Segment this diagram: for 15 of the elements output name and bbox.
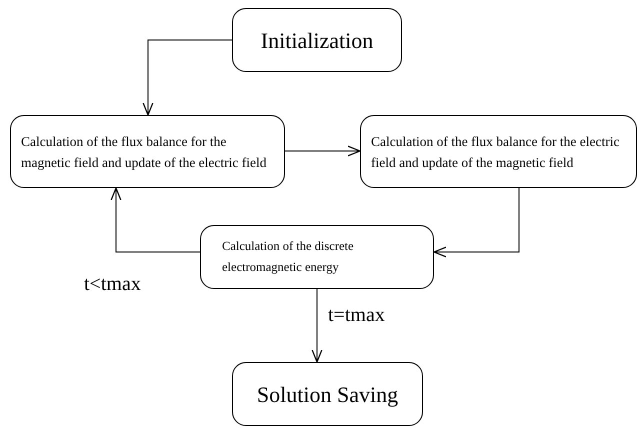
arrow <box>142 40 232 116</box>
box-text: Calculation of the flux balance for the electric field and update of the magnetic field <box>371 132 621 172</box>
box-text: Initialization <box>260 26 374 54</box>
process-box <box>232 362 423 426</box>
box-text: Calculation of the flux balance for the magnetic field and update of the electric field <box>21 132 268 172</box>
arrow <box>433 188 520 258</box>
box-text: Solution Saving <box>256 380 398 409</box>
box-text: Calculation of the discrete electromagnetic energy <box>222 238 355 276</box>
process-box <box>200 225 434 289</box>
arrow <box>110 187 200 252</box>
process-box <box>360 115 637 188</box>
arrow <box>312 288 322 363</box>
process-box <box>10 115 285 188</box>
arrow <box>284 146 361 156</box>
process-box <box>232 8 402 72</box>
